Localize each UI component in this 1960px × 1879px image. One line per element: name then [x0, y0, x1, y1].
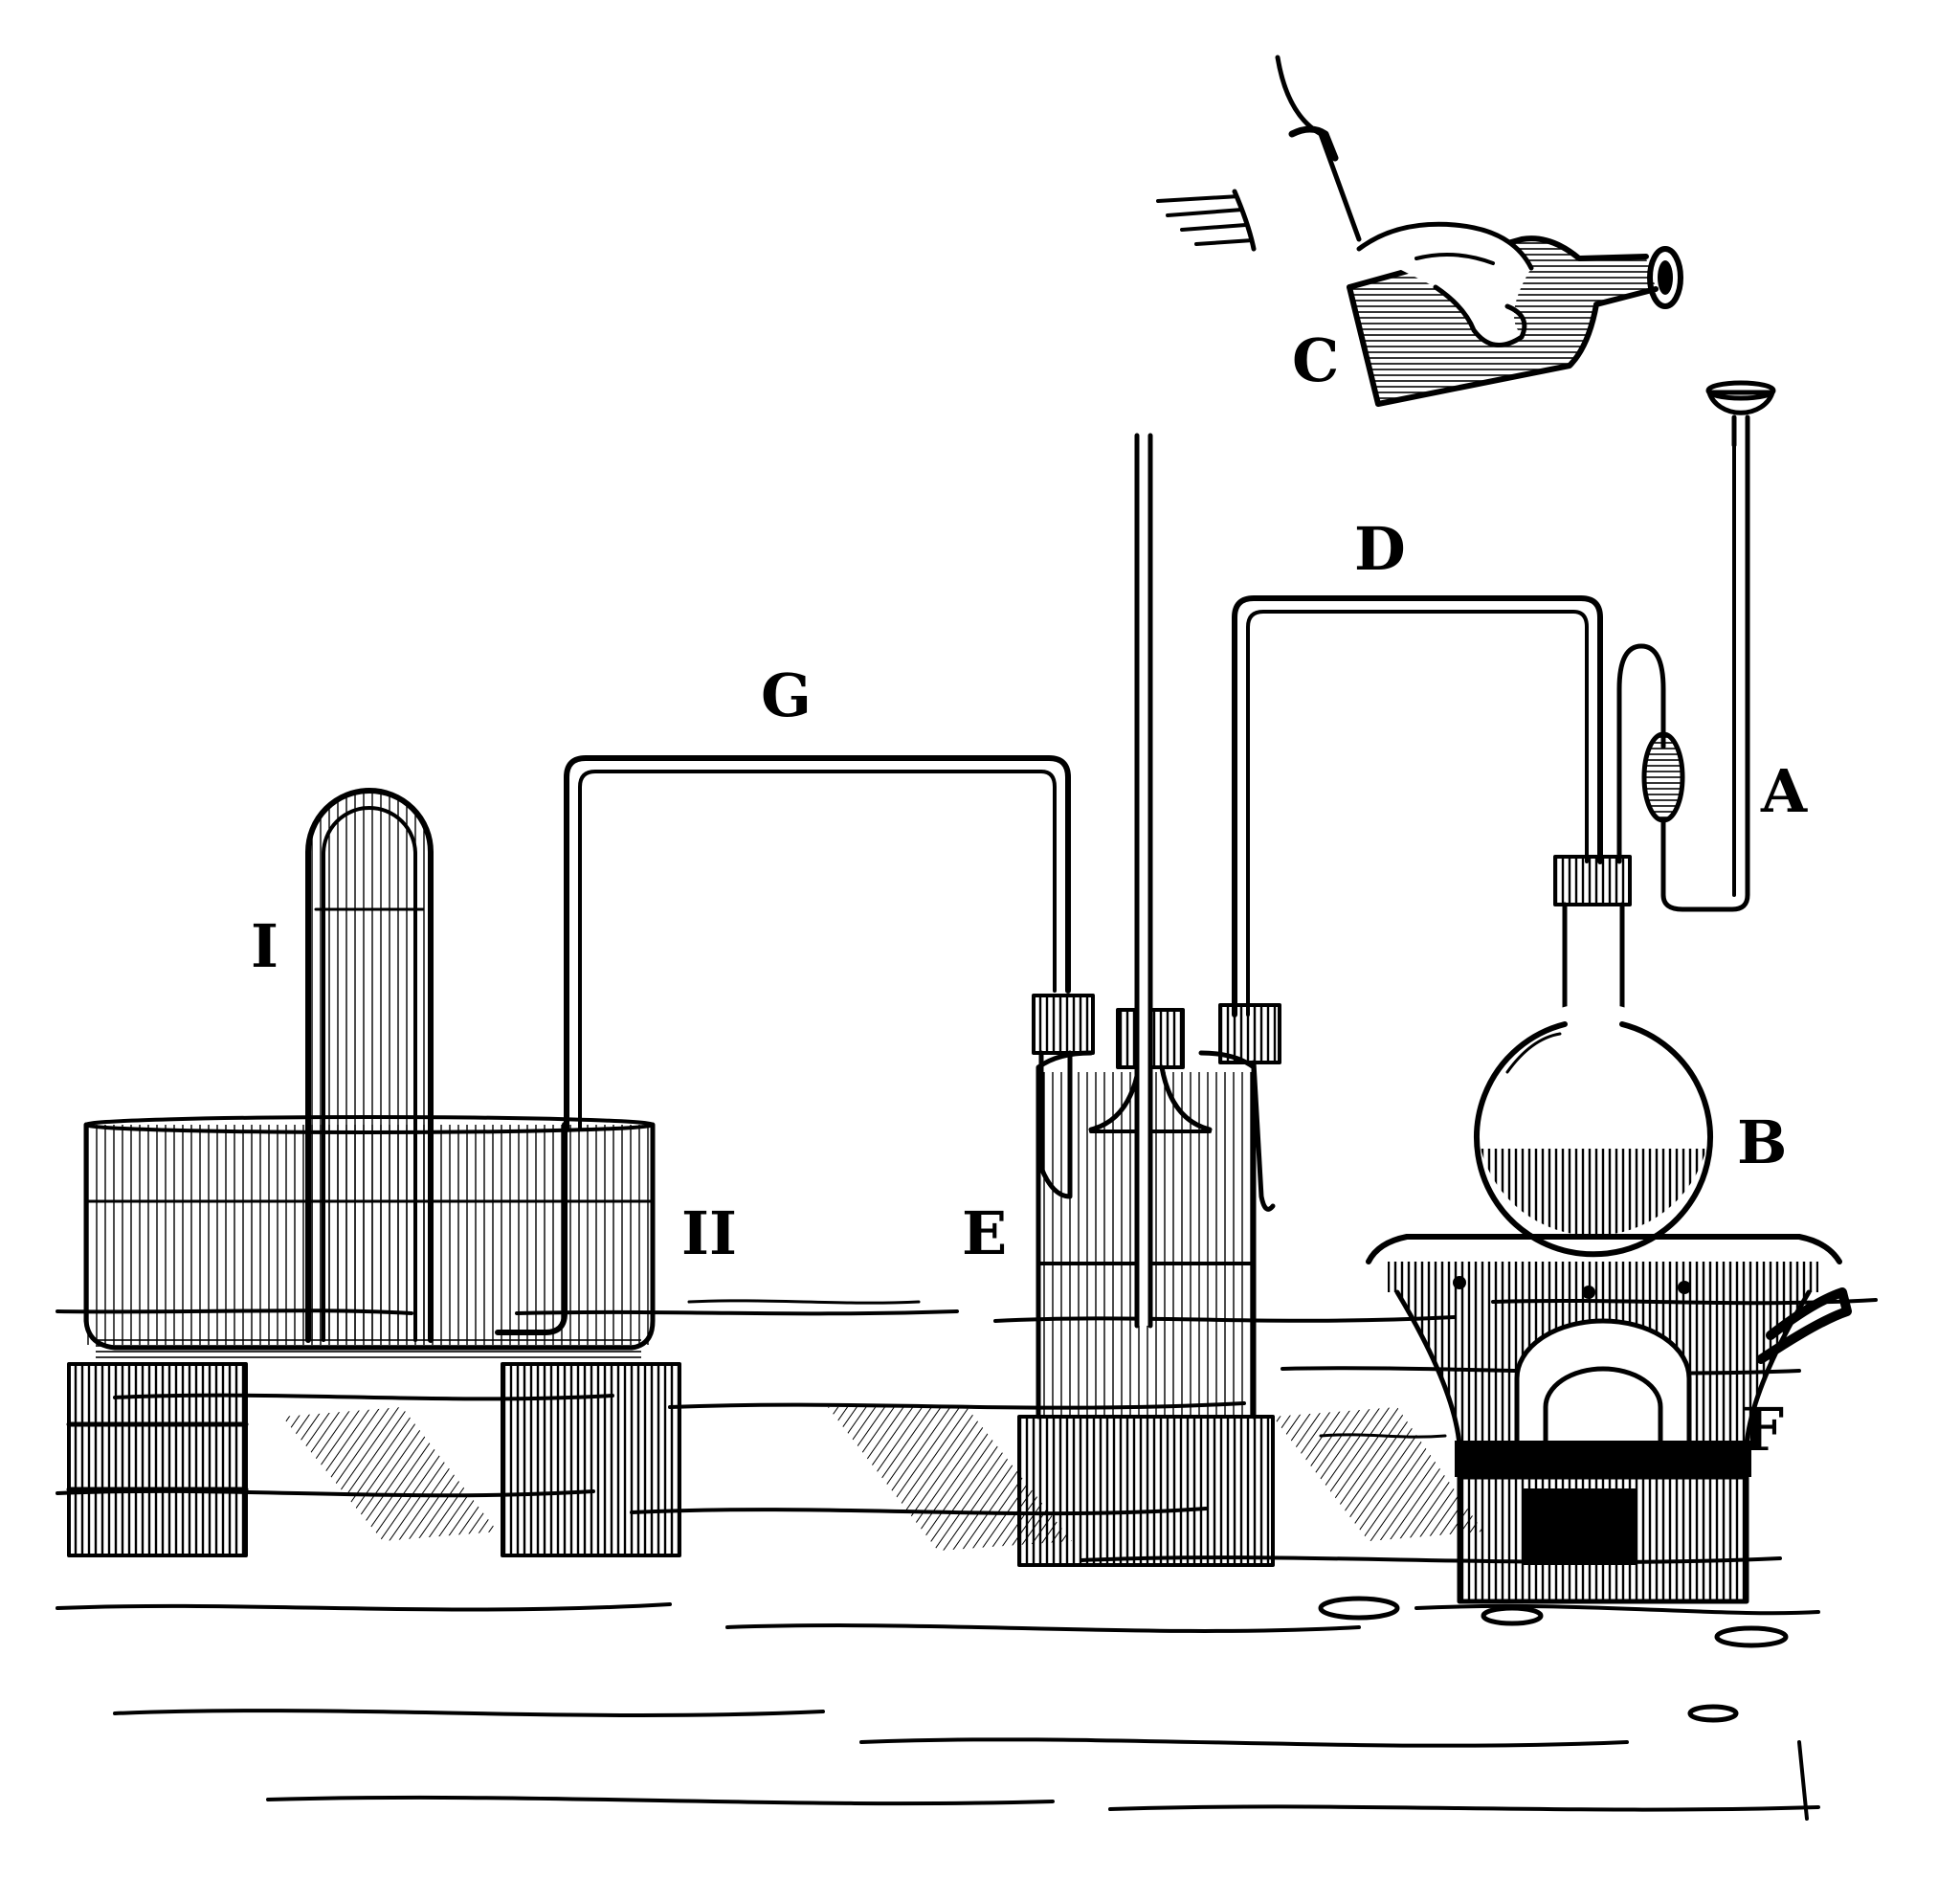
label-f: F — [1742, 1395, 1784, 1465]
inverted-jar-i — [305, 788, 434, 1343]
label-g: G — [761, 660, 812, 730]
funnel-tube-a — [1616, 380, 1776, 912]
trough-support-block-right — [501, 1362, 681, 1557]
furnace-f — [1366, 1234, 1852, 1604]
label-a: A — [1760, 756, 1808, 826]
label-i: I — [251, 911, 278, 981]
hand-pouring-bottle-c — [1156, 55, 1683, 407]
label-h: II — [681, 1198, 737, 1268]
delivery-tube-g — [564, 755, 1071, 1132]
delivery-tube-d — [1232, 595, 1603, 1018]
figure-labels: A B C D E F G II I — [251, 325, 1808, 1465]
bottle-neck-left — [1032, 994, 1095, 1199]
label-d: D — [1354, 514, 1406, 584]
trough-support-block-left — [66, 1362, 249, 1557]
label-e: E — [962, 1198, 1007, 1268]
round-flask-b — [1474, 855, 1713, 1258]
label-c: C — [1292, 325, 1339, 395]
pneumatic-trough — [66, 788, 681, 1557]
label-b: B — [1737, 1107, 1787, 1177]
table-surface — [56, 1298, 1878, 1821]
cast-shadows — [282, 1407, 1483, 1551]
